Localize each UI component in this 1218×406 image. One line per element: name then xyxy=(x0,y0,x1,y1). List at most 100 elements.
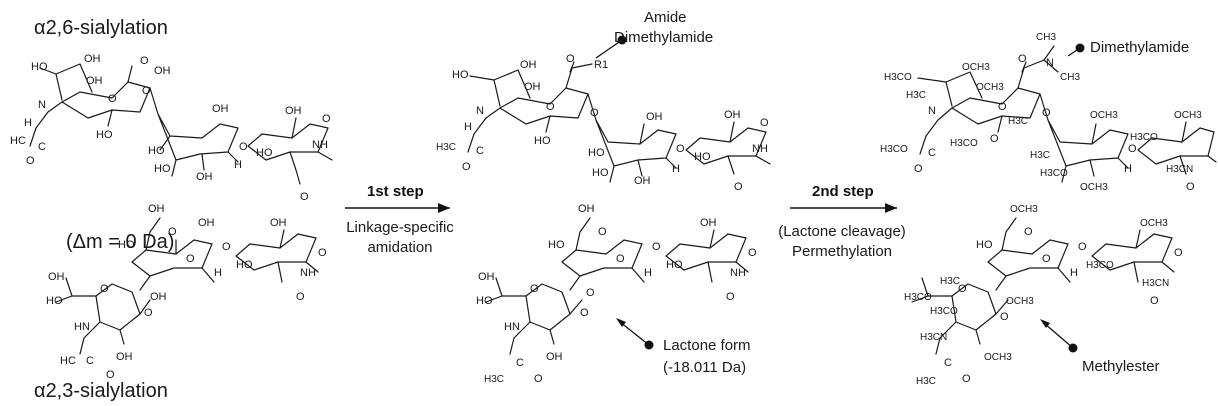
heading-a23-sialylation: α2,3-sialylation xyxy=(34,380,168,402)
svg-text:O: O xyxy=(748,247,757,259)
svg-text:H3CO: H3CO xyxy=(1130,132,1158,143)
svg-text:O: O xyxy=(598,226,607,238)
molecule-a23-labels: OH HO O O H OH O OH HO NH O O HO OH O OH… xyxy=(46,203,327,381)
svg-text:OH: OH xyxy=(270,217,287,229)
lactone-annotation: Lactone form (-18.011 Da) xyxy=(616,318,751,376)
svg-text:O: O xyxy=(108,93,117,105)
svg-text:H3C: H3C xyxy=(484,374,504,385)
svg-text:HC: HC xyxy=(10,135,26,147)
svg-text:HO: HO xyxy=(476,295,493,307)
svg-text:O: O xyxy=(998,101,1007,113)
svg-text:HO: HO xyxy=(548,239,565,251)
svg-text:O: O xyxy=(318,247,327,259)
svg-text:O: O xyxy=(546,101,555,113)
first-step-arrow-group: 1st step Linkage-specific amidation xyxy=(345,183,454,256)
svg-text:H: H xyxy=(234,159,242,171)
svg-text:OH: OH xyxy=(86,75,103,87)
molecule-a26-permethylated-labels: H3CO OCH3 OCH3 O N CH3 CH3 O O H3C N H3C… xyxy=(880,32,1202,193)
svg-text:H3CO: H3CO xyxy=(1086,260,1114,271)
svg-text:H3CO: H3CO xyxy=(904,292,932,303)
second-step-title: 2nd step xyxy=(812,183,874,200)
svg-text:O: O xyxy=(652,241,661,253)
first-step-arrowhead-icon xyxy=(438,203,450,213)
svg-text:OH: OH xyxy=(84,53,101,65)
amide-label: Amide xyxy=(644,9,687,26)
svg-text:H3CO: H3CO xyxy=(884,72,912,83)
svg-text:OH: OH xyxy=(212,103,229,115)
svg-text:CH3: CH3 xyxy=(1060,72,1080,83)
molecule-a23-native xyxy=(55,217,319,355)
dimethylamide-annotation: Dimethylamide xyxy=(1067,39,1189,57)
svg-text:OH: OH xyxy=(578,203,595,215)
svg-text:O: O xyxy=(1024,226,1033,238)
lactone-pointer-line xyxy=(619,321,650,346)
dimethylamide-label-1: Dimethylamide xyxy=(614,29,713,46)
svg-text:H: H xyxy=(24,117,32,129)
svg-text:H3C: H3C xyxy=(1008,116,1028,127)
second-step-line2: Permethylation xyxy=(792,243,892,260)
first-step-line2: amidation xyxy=(367,239,432,256)
svg-text:OCH3: OCH3 xyxy=(1140,218,1168,229)
svg-text:C: C xyxy=(928,147,936,159)
svg-text:O: O xyxy=(106,369,115,381)
svg-text:OH: OH xyxy=(285,105,302,117)
svg-text:O: O xyxy=(534,373,543,385)
svg-text:O: O xyxy=(760,117,769,129)
svg-text:NH: NH xyxy=(752,143,768,155)
svg-text:NH: NH xyxy=(312,139,328,151)
svg-text:OH: OH xyxy=(520,59,537,71)
svg-text:OCH3: OCH3 xyxy=(1174,110,1202,121)
svg-text:O: O xyxy=(239,141,248,153)
svg-text:H3CO: H3CO xyxy=(1040,168,1068,179)
svg-text:OH: OH xyxy=(196,171,213,183)
svg-text:OH: OH xyxy=(116,351,133,363)
svg-text:O: O xyxy=(168,226,177,238)
svg-text:NH: NH xyxy=(300,267,316,279)
svg-text:O: O xyxy=(100,283,109,295)
molecule-a23-lactone xyxy=(485,217,749,355)
lactone-mass-label: (-18.011 Da) xyxy=(663,359,746,376)
first-step-title: 1st step xyxy=(367,183,424,200)
svg-text:O: O xyxy=(140,55,149,67)
svg-text:OCH3: OCH3 xyxy=(976,82,1004,93)
svg-text:O: O xyxy=(590,107,599,119)
amide-annotation: Amide Dimethylamide xyxy=(595,9,713,59)
svg-text:H3CO: H3CO xyxy=(930,306,958,317)
svg-text:O: O xyxy=(26,155,35,167)
svg-text:O: O xyxy=(144,307,153,319)
first-step-line1: Linkage-specific xyxy=(346,219,454,236)
svg-text:OH: OH xyxy=(700,217,717,229)
delta-mass-label: (Δm = 0 Da) xyxy=(66,231,174,253)
svg-text:O: O xyxy=(322,113,331,125)
svg-text:O: O xyxy=(990,133,999,145)
svg-text:OH: OH xyxy=(478,271,495,283)
svg-text:O: O xyxy=(530,283,539,295)
svg-text:H3C: H3C xyxy=(906,90,926,101)
svg-text:H3CN: H3CN xyxy=(920,332,947,343)
svg-text:OH: OH xyxy=(150,291,167,303)
svg-text:H3C: H3C xyxy=(916,376,936,387)
svg-text:O: O xyxy=(186,253,195,265)
svg-text:HN: HN xyxy=(74,321,90,333)
svg-text:O: O xyxy=(462,161,471,173)
svg-text:OH: OH xyxy=(634,175,651,187)
svg-text:O: O xyxy=(1000,311,1009,323)
svg-text:OH: OH xyxy=(724,109,741,121)
svg-text:H: H xyxy=(644,267,652,279)
svg-text:O: O xyxy=(1042,253,1051,265)
molecule-a26-permethylated xyxy=(917,45,1217,183)
svg-text:HO: HO xyxy=(666,259,683,271)
svg-text:O: O xyxy=(962,373,971,385)
methylester-arrowhead-icon xyxy=(1040,319,1050,328)
svg-text:HC: HC xyxy=(60,355,76,367)
molecule-a23-methylester-labels: OCH3 HO O O H O OCH3 H3CO H3CN O O H3C H… xyxy=(904,204,1183,387)
svg-text:OCH3: OCH3 xyxy=(984,352,1012,363)
svg-text:O: O xyxy=(1150,295,1159,307)
svg-text:H3CO: H3CO xyxy=(880,144,908,155)
svg-text:O: O xyxy=(586,287,595,299)
svg-text:C: C xyxy=(516,357,524,369)
methylester-annotation: Methylester xyxy=(1040,319,1160,375)
svg-text:C: C xyxy=(86,355,94,367)
svg-text:OH: OH xyxy=(546,351,563,363)
svg-text:C: C xyxy=(944,357,952,369)
